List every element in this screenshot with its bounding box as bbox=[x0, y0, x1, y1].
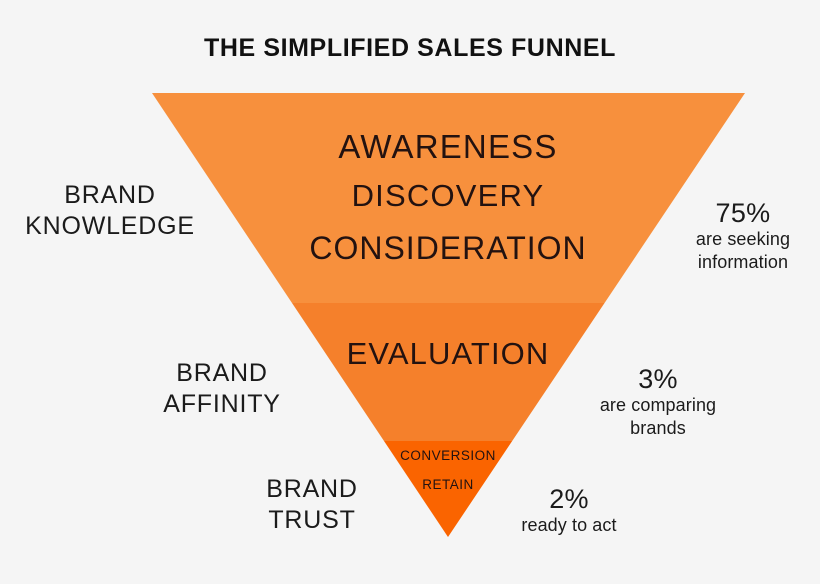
stat-callout-conversion: 2% ready to act bbox=[480, 484, 658, 537]
stat-description-line: information bbox=[697, 252, 789, 273]
stat-description: are seeking information bbox=[666, 228, 820, 274]
stage-label-line: BRAND bbox=[64, 181, 156, 209]
stage-label-brand-knowledge: BRAND KNOWLEDGE bbox=[10, 180, 210, 241]
stat-value: 3% bbox=[638, 364, 678, 394]
stat-callout-evaluation: 3% are comparing brands bbox=[568, 364, 748, 440]
stat-value: 75% bbox=[715, 198, 771, 228]
funnel-stage-discovery-label: DISCOVERY bbox=[351, 178, 545, 213]
stage-label-line: KNOWLEDGE bbox=[25, 211, 195, 240]
stage-label-line: TRUST bbox=[268, 505, 356, 534]
funnel-stage-awareness-label: AWARENESS bbox=[338, 128, 558, 165]
stat-description: are comparing brands bbox=[568, 394, 748, 440]
page-title: THE SIMPLIFIED SALES FUNNEL bbox=[203, 34, 617, 62]
stat-description-line: brands bbox=[630, 418, 686, 439]
stage-label-line: BRAND bbox=[176, 359, 268, 387]
funnel-stage-conversion-label: CONVERSION bbox=[400, 448, 496, 463]
stat-description-line: are comparing bbox=[599, 395, 717, 416]
funnel-stage-evaluation-label: EVALUATION bbox=[346, 336, 550, 371]
stage-label-line: AFFINITY bbox=[163, 389, 281, 418]
stage-label-line: BRAND bbox=[266, 475, 358, 503]
stat-description: ready to act bbox=[480, 514, 658, 537]
stat-callout-awareness: 75% are seeking information bbox=[666, 198, 820, 274]
stat-description-line: ready to act bbox=[521, 515, 617, 536]
funnel-stage-retain-label: RETAIN bbox=[422, 477, 474, 492]
stage-label-brand-affinity: BRAND AFFINITY bbox=[122, 358, 322, 419]
stage-label-brand-trust: BRAND TRUST bbox=[212, 474, 412, 535]
funnel-stage-consideration-label: CONSIDERATION bbox=[309, 230, 587, 266]
stat-value: 2% bbox=[549, 484, 589, 514]
stat-description-line: are seeking bbox=[695, 229, 791, 250]
